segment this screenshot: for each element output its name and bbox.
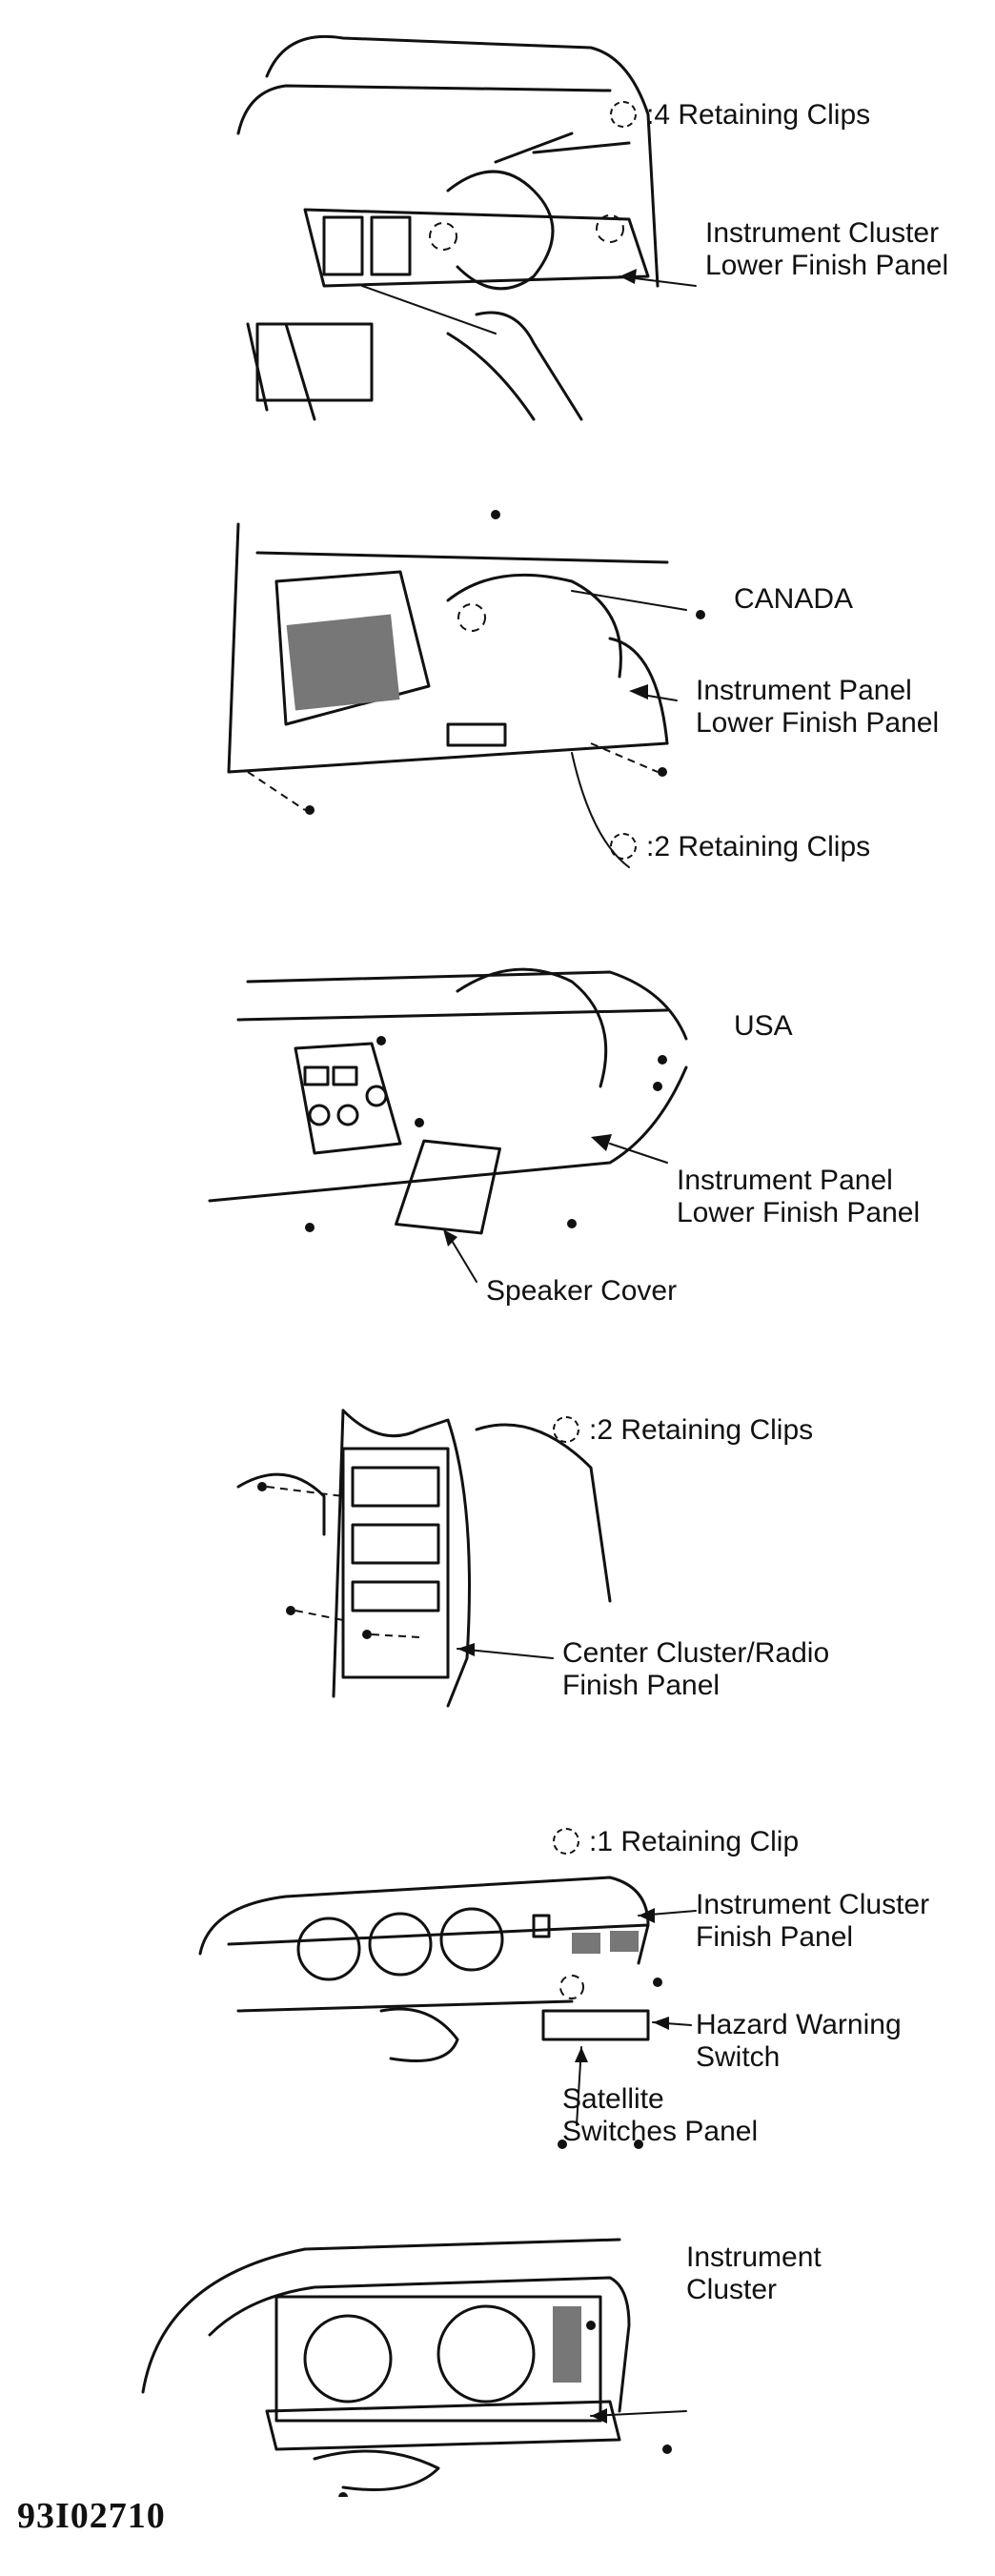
illustration-instrument-cluster	[141, 2238, 687, 2497]
clips-legend: :2 Retaining Clips	[610, 831, 870, 863]
callout-ip-lower-panel-line1: Instrument Panel	[677, 1165, 893, 1196]
callout-hazard-switch-line1: Hazard Warning	[696, 2009, 902, 2040]
region-label-usa: USA	[734, 1010, 793, 1042]
panel-instrument-cluster-finish-panel: :1 Retaining Clip Instrument Cluster Fin…	[0, 1820, 995, 2182]
callout-ip-lower-panel-line2: Lower Finish Panel	[677, 1197, 921, 1228]
callout-ip-lower-panel-line2: Lower Finish Panel	[696, 707, 940, 739]
callout-cluster-finish-line2: Finish Panel	[696, 1921, 854, 1953]
illustration-canada-lower-panel	[227, 510, 705, 868]
retaining-clip-icon	[610, 833, 637, 860]
callout-hazard-switch-line2: Switch	[696, 2041, 781, 2073]
region-label-canada: CANADA	[734, 583, 854, 615]
clips-legend: :2 Retaining Clips	[553, 1414, 813, 1447]
callout-cluster-lower-panel-line2: Lower Finish Panel	[705, 250, 949, 281]
illustration-cluster-finish-panel	[198, 1876, 697, 2149]
callout-satellite-switches-line1: Satellite	[562, 2083, 664, 2115]
callout-cluster-finish-line1: Instrument Cluster	[696, 1889, 930, 1920]
callout-center-cluster-line2: Finish Panel	[562, 1670, 721, 1701]
retaining-clip-icon	[553, 1416, 579, 1443]
callout-satellite-switches-line2: Switches Panel	[562, 2116, 759, 2147]
callout-cluster-lower-panel-line1: Instrument Cluster	[705, 217, 940, 249]
callout-speaker-cover: Speaker Cover	[486, 1275, 678, 1307]
illustration-usa-lower-panel	[208, 967, 688, 1283]
panel-canada-lower-finish-panel: CANADA Instrument Panel Lower Finish Pan…	[0, 496, 995, 896]
panel-instrument-cluster-lower-finish-panel: :4 Retaining Clips Instrument Cluster Lo…	[0, 0, 995, 438]
illustration-cluster-lower-panel	[236, 34, 697, 421]
retaining-clip-icon	[553, 1828, 579, 1855]
panel-center-cluster-radio-finish-panel: :2 Retaining Clips Center Cluster/Radio …	[0, 1391, 995, 1773]
callout-ip-lower-panel-line1: Instrument Panel	[696, 675, 912, 706]
callout-instrument-cluster-line1: Instrument	[686, 2241, 822, 2273]
clips-legend: :1 Retaining Clip	[553, 1826, 799, 1858]
callout-center-cluster-line1: Center Cluster/Radio	[562, 1637, 830, 1669]
panel-instrument-cluster: Instrument Cluster	[0, 2221, 995, 2497]
callout-instrument-cluster-line2: Cluster	[686, 2274, 778, 2305]
figure-code: 93I02710	[17, 2496, 166, 2536]
panel-usa-lower-finish-panel: USA Instrument Panel Lower Finish Panel …	[0, 953, 995, 1334]
retaining-clip-icon	[610, 101, 637, 128]
illustration-center-cluster	[236, 1409, 612, 1708]
clips-legend: :4 Retaining Clips	[610, 99, 870, 132]
